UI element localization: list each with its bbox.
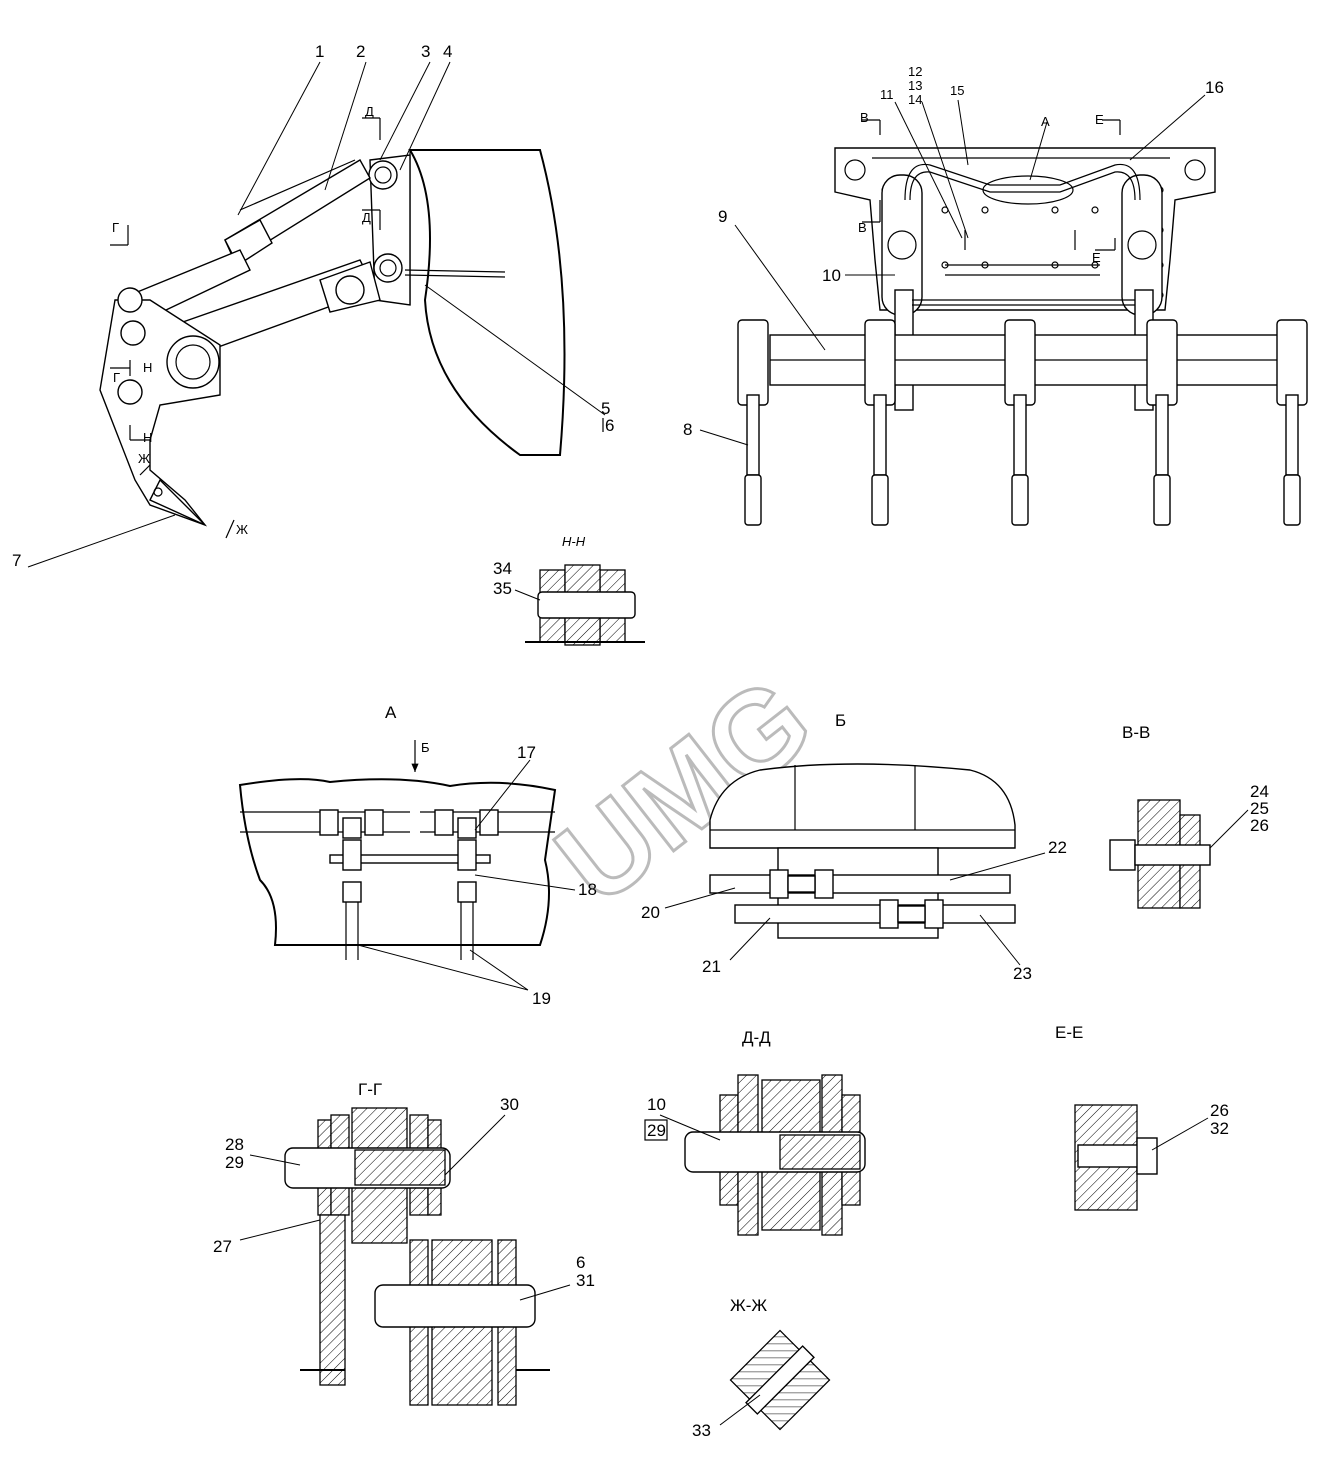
callout-34: 34 (493, 559, 512, 578)
callout-33: 33 (692, 1421, 711, 1440)
callout-15: 15 (950, 83, 964, 98)
title-b: Б (835, 711, 846, 730)
callout-19: 19 (532, 989, 551, 1008)
mark-d-top: Д (365, 104, 374, 119)
title-e-e: Е-Е (1055, 1023, 1083, 1042)
callout-5: 5 (601, 399, 610, 418)
callout-29b: 29 (647, 1121, 666, 1140)
title-d-d: Д-Д (742, 1028, 771, 1047)
view-a: А Б 17 18 19 (238, 703, 597, 1008)
callout-22: 22 (1048, 838, 1067, 857)
callout-13: 13 (908, 78, 922, 93)
callout-30: 30 (500, 1095, 519, 1114)
section-e-e: Е-Е 26 32 (1055, 1023, 1229, 1211)
title-n-n: Н-Н (562, 534, 586, 549)
callout-25: 25 (1250, 799, 1269, 818)
mark-n-low: Н (143, 430, 152, 445)
mark-zh-top: Ж (138, 451, 150, 466)
mark-e-top: Е (1095, 112, 1104, 127)
mark-e-side: Е (1092, 250, 1101, 265)
callout-7: 7 (12, 551, 21, 570)
callout-21: 21 (702, 957, 721, 976)
side-view: Г Д Д Г Н Н Ж Ж 1 2 3 4 5 6 7 (12, 42, 614, 570)
callout-11: 11 (880, 87, 894, 102)
callout-29: 29 (225, 1153, 244, 1172)
callout-28: 28 (225, 1135, 244, 1154)
section-g-g: Г-Г 30 28 29 27 6 31 (213, 1080, 595, 1406)
mark-g-mid: Г (113, 370, 120, 385)
callout-26: 26 (1250, 816, 1269, 835)
section-v-v: В-В 24 25 26 (1109, 723, 1269, 909)
callout-2: 2 (356, 42, 365, 61)
callout-31: 31 (576, 1271, 595, 1290)
callout-17: 17 (517, 743, 536, 762)
callout-16: 16 (1205, 78, 1224, 97)
callout-14: 14 (908, 92, 922, 107)
callout-1: 1 (315, 42, 324, 61)
mark-d-bottom: Д (362, 210, 371, 225)
title-a: А (385, 703, 397, 722)
callout-6b: 6 (576, 1253, 585, 1272)
callout-23: 23 (1013, 964, 1032, 983)
title-a-arrow-b: Б (421, 740, 430, 755)
callout-24: 24 (1250, 782, 1269, 801)
callout-8: 8 (683, 420, 692, 439)
mark-g-top: Г (112, 220, 119, 235)
callout-26b: 26 (1210, 1101, 1229, 1120)
shank-group (737, 319, 1308, 526)
mark-v-side: В (858, 220, 867, 235)
callout-9: 9 (718, 207, 727, 226)
section-zh-zh: Ж-Ж 33 (692, 1296, 831, 1440)
callout-27: 27 (213, 1237, 232, 1256)
rear-view: В В Е Е А 9 10 8 11 12 13 14 15 16 (683, 64, 1308, 526)
callout-3: 3 (421, 42, 430, 61)
callout-6: 6 (605, 416, 614, 435)
callout-20: 20 (641, 903, 660, 922)
title-v-v: В-В (1122, 723, 1150, 742)
section-d-d: Д-Д 10 29 (644, 1028, 866, 1236)
mark-n-mid: Н (143, 360, 152, 375)
title-g-g: Г-Г (358, 1080, 382, 1099)
mark-v-top: В (860, 110, 869, 125)
section-n-n: Н-Н 34 35 (493, 534, 645, 646)
callout-4: 4 (443, 42, 452, 61)
view-b: Б 22 20 21 23 (641, 711, 1067, 983)
callout-12: 12 (908, 64, 922, 79)
mark-a: А (1041, 114, 1050, 129)
callout-35: 35 (493, 579, 512, 598)
callout-32: 32 (1210, 1119, 1229, 1138)
title-zh-zh: Ж-Ж (730, 1296, 767, 1315)
callout-18: 18 (578, 880, 597, 899)
callout-10: 10 (822, 266, 841, 285)
callout-10b: 10 (647, 1095, 666, 1114)
mark-zh-bottom: Ж (236, 522, 248, 537)
